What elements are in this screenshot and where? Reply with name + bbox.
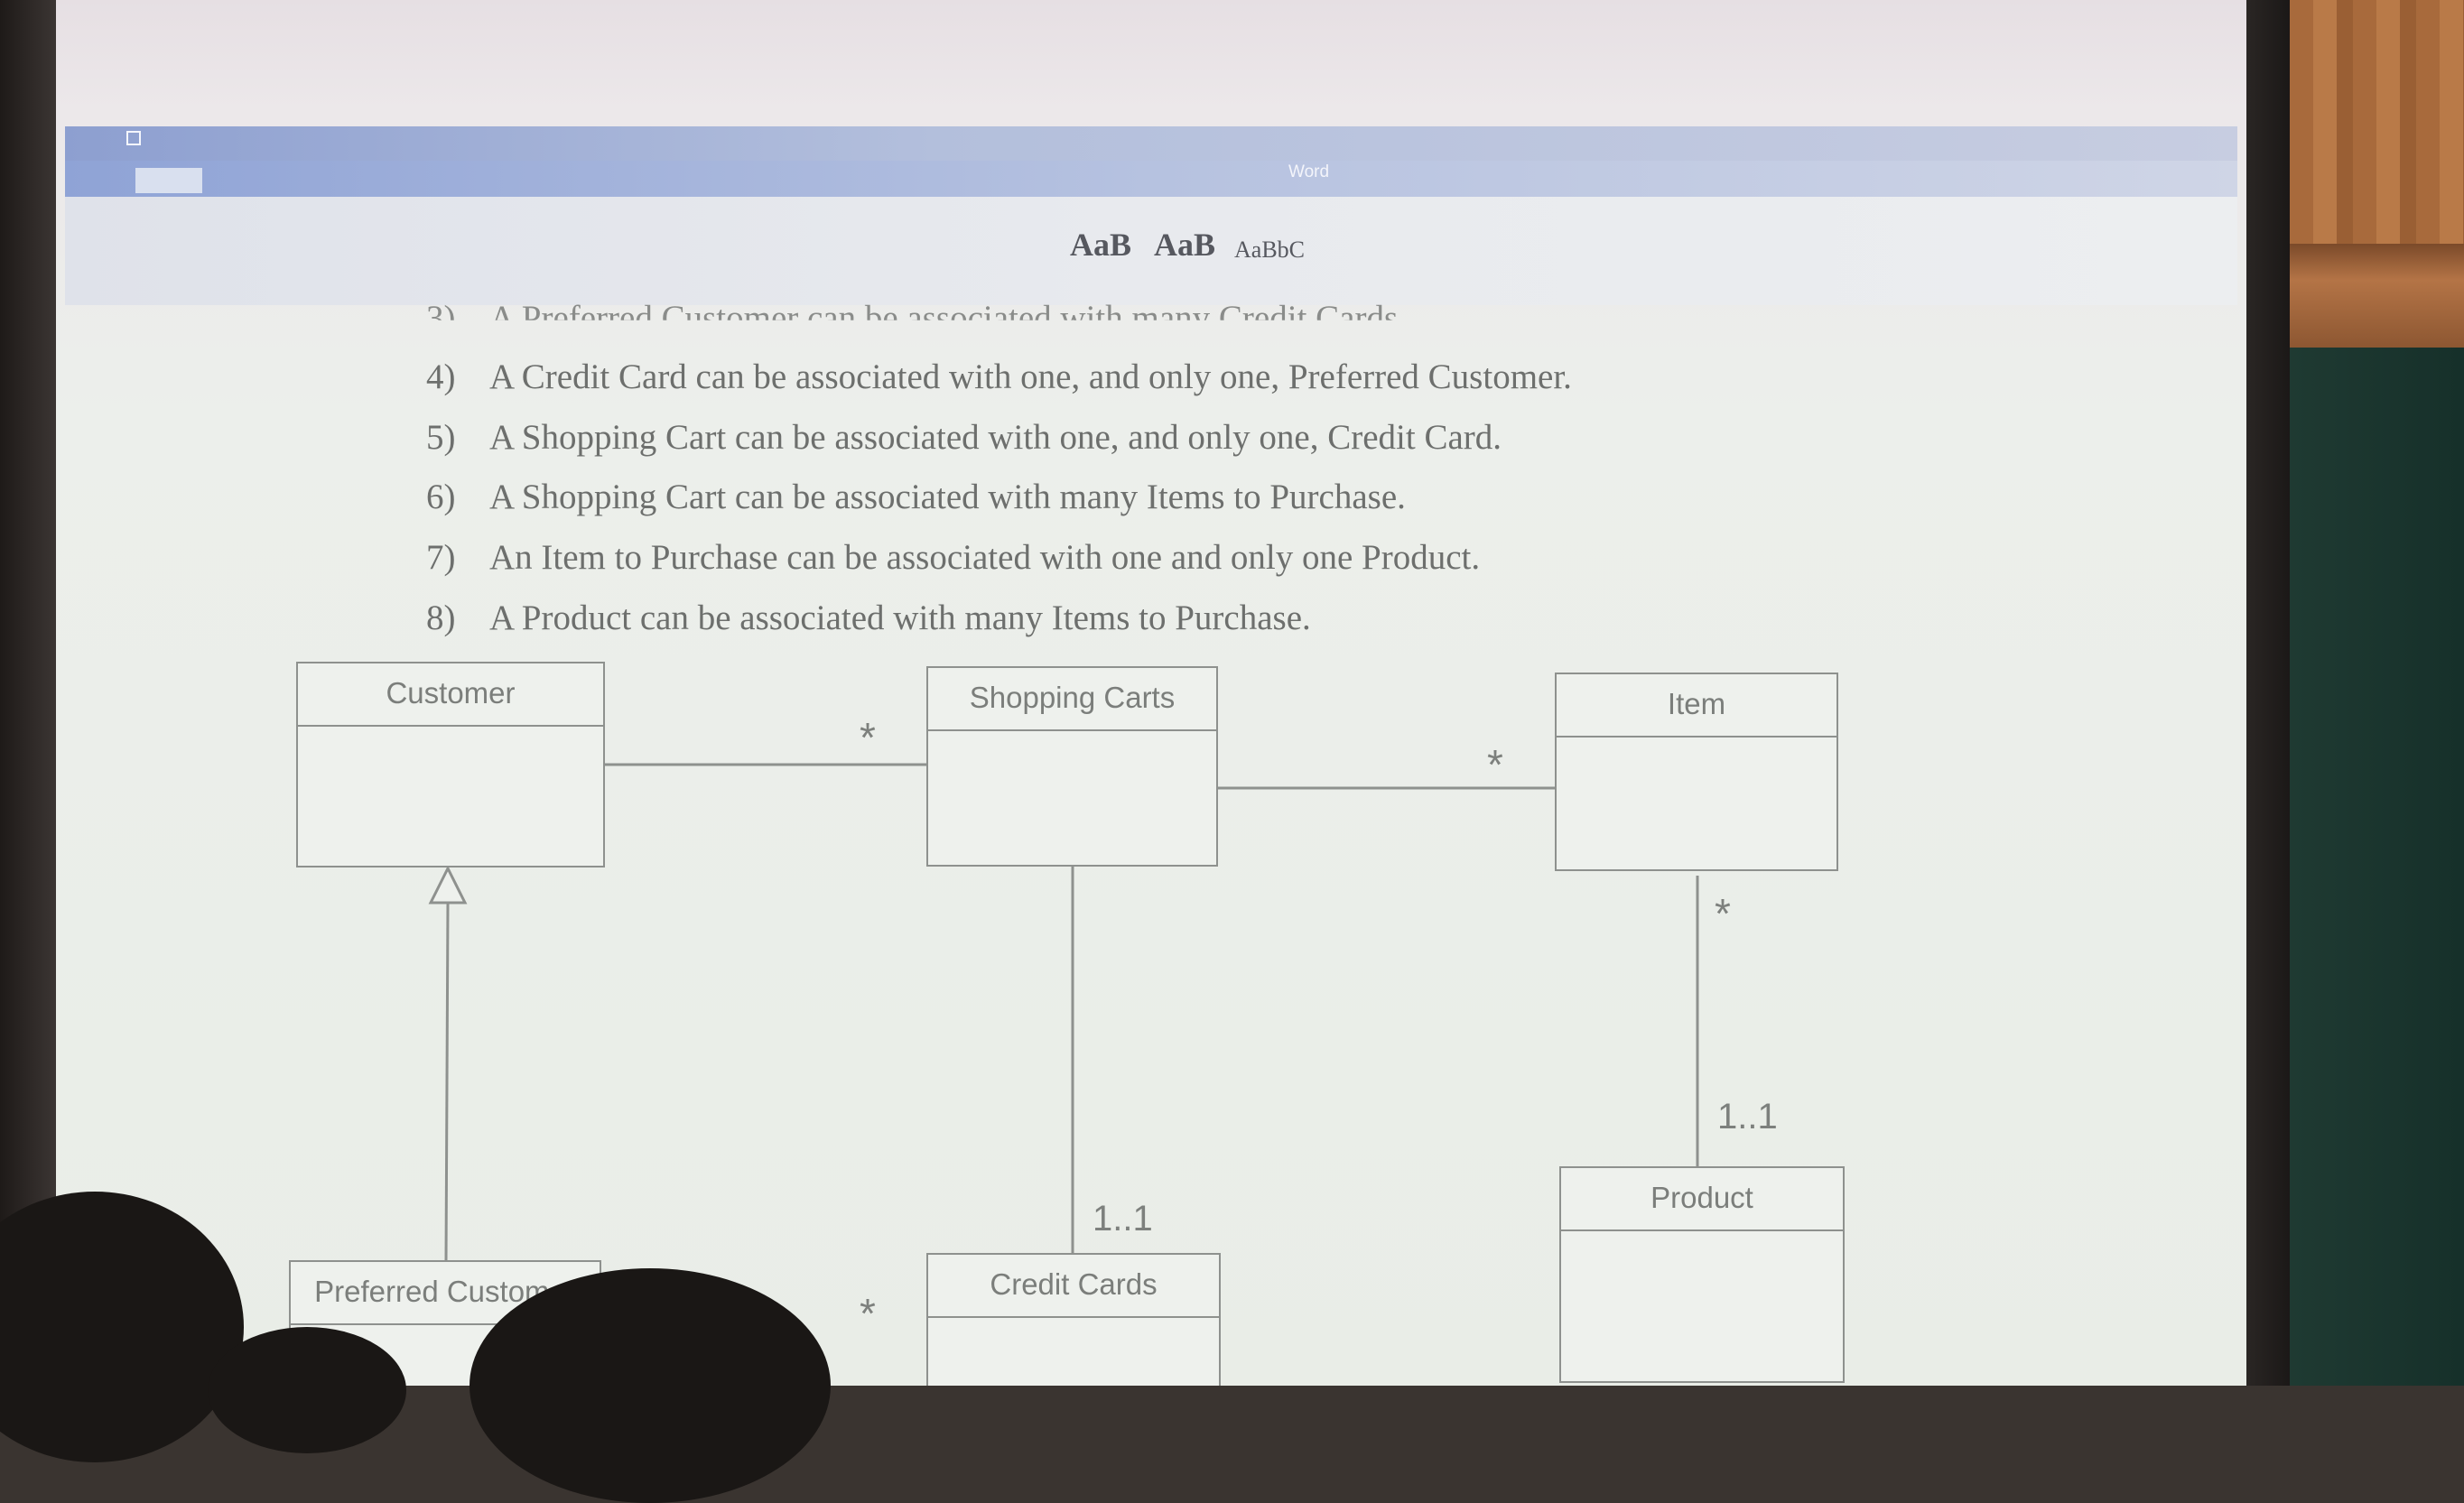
multiplicity-item-product-one: 1..1 (1717, 1097, 1778, 1137)
multiplicity-customer-cart: * (860, 714, 876, 761)
class-shopping-carts: Shopping Carts (926, 666, 1218, 867)
audience-head-small (208, 1327, 406, 1453)
screen-left-frame (0, 0, 56, 1386)
ribbon-tabs (65, 161, 2237, 197)
ribbon-home-panel (65, 197, 2237, 305)
chalkboard (2290, 348, 2464, 1386)
requirement-7: 7)An Item to Purchase can be associated … (426, 538, 1481, 577)
requirement-6: 6)A Shopping Cart can be associated with… (426, 478, 1406, 516)
generalization-line (444, 902, 450, 1263)
wooden-ledge (2290, 244, 2464, 348)
generalization-arrow (428, 865, 468, 905)
audience-head-center (470, 1268, 831, 1503)
multiplicity-card-preferred: * (860, 1290, 876, 1337)
multiplicity-cart-card-one: 1..1 (1093, 1199, 1153, 1239)
requirement-5: 5)A Shopping Cart can be associated with… (426, 418, 1502, 457)
class-credit-cards: Credit Cards (926, 1253, 1221, 1386)
tab-home[interactable] (135, 168, 202, 193)
save-icon[interactable] (126, 131, 141, 145)
class-customer: Customer (296, 662, 605, 867)
class-item: Item (1555, 673, 1838, 871)
uml-connectors (428, 763, 1699, 1263)
screen-right-frame (2246, 0, 2290, 1386)
style-heading2[interactable]: AaB (1154, 227, 1216, 263)
requirement-8: 8)A Product can be associated with many … (426, 598, 1311, 637)
class-product: Product (1559, 1166, 1845, 1383)
projected-screen: Word AaB AaB AaBbC 3)A Preferred Custome… (56, 0, 2246, 1386)
requirement-3: 3)A Preferred Customer can be associated… (426, 299, 1407, 338)
multiplicity-item-product-many: * (1715, 890, 1731, 937)
style-title[interactable]: AaBbC (1234, 237, 1305, 263)
style-heading1[interactable]: AaB (1070, 227, 1132, 263)
requirement-4: 4)A Credit Card can be associated with o… (426, 357, 1572, 396)
window-title: Word (1288, 162, 1330, 181)
multiplicity-cart-item: * (1487, 741, 1503, 788)
